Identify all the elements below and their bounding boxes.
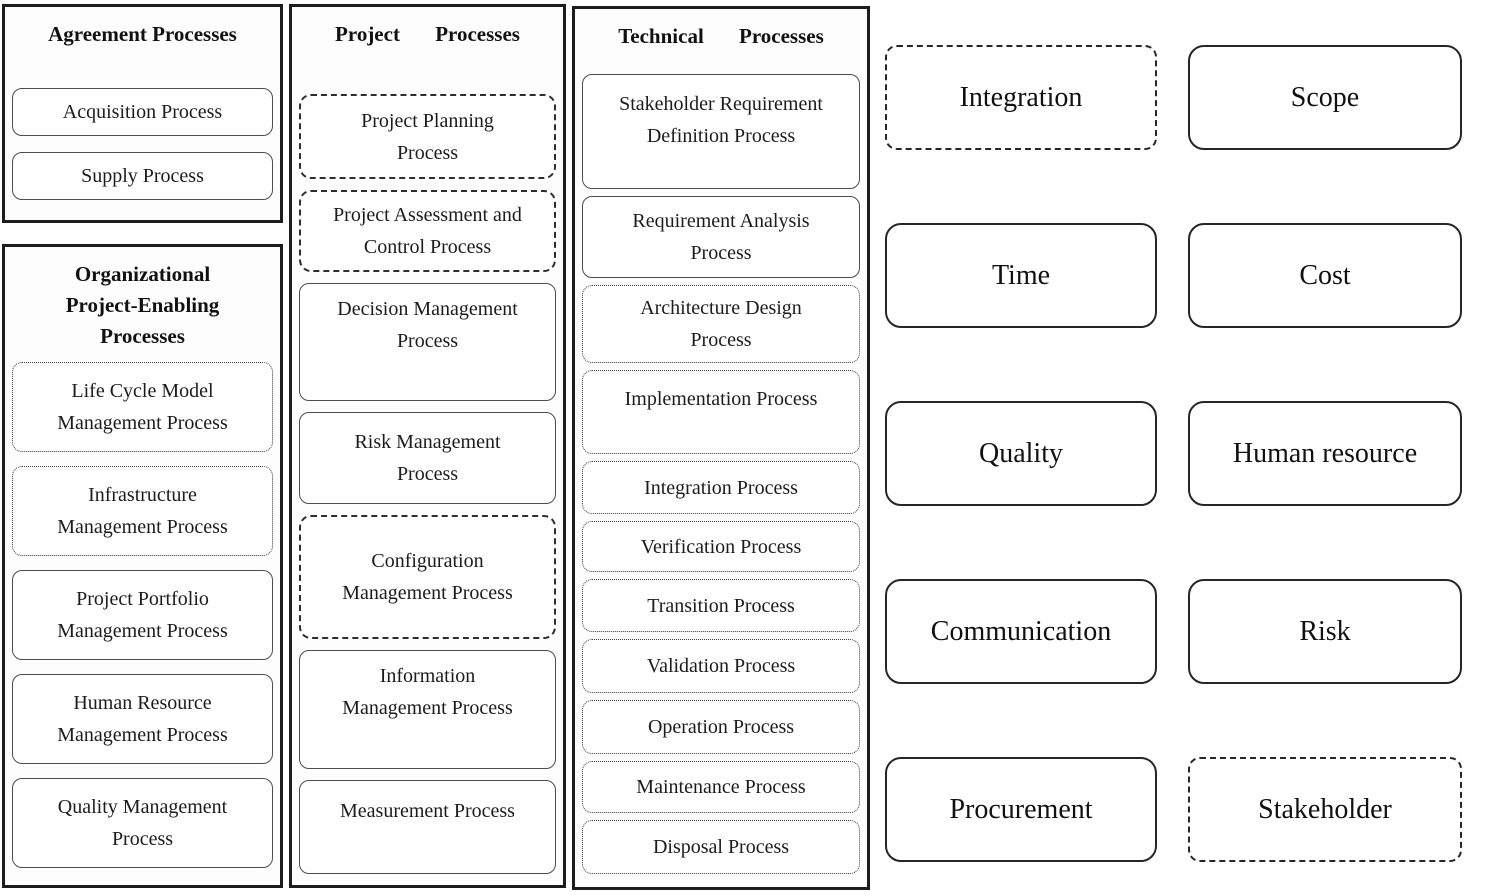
project-processes-title: Project Processes: [335, 22, 520, 46]
technical-processes-title: Technical Processes: [618, 24, 824, 48]
organizational-processes-stack: Life Cycle Model Management Process Infr…: [5, 362, 280, 868]
process-box-transition: Transition Process: [582, 579, 860, 632]
agreement-processes-panel: Agreement Processes Acquisition Process …: [2, 4, 283, 223]
process-box-configuration-management: Configuration Management Process: [299, 515, 556, 639]
process-box-project-portfolio: Project Portfolio Management Process: [12, 570, 273, 660]
process-box-quality-management: Quality Management Process: [12, 778, 273, 868]
process-box-requirement-analysis: Requirement Analysis Process: [582, 196, 860, 278]
process-box-project-planning: Project Planning Process: [299, 94, 556, 179]
process-box-measurement: Measurement Process: [299, 780, 556, 874]
knowledge-area-cost: Cost: [1188, 223, 1462, 328]
technical-processes-panel: Technical Processes Stakeholder Requirem…: [572, 6, 870, 890]
knowledge-area-grid: Integration Scope Time Cost Quality Huma…: [885, 45, 1462, 862]
process-box-implementation: Implementation Process: [582, 370, 860, 454]
process-box-decision-management: Decision Management Process: [299, 283, 556, 401]
knowledge-area-risk: Risk: [1188, 579, 1462, 684]
knowledge-area-human-resource: Human resource: [1188, 401, 1462, 506]
process-box-maintenance: Maintenance Process: [582, 761, 860, 813]
process-box-infrastructure: Infrastructure Management Process: [12, 466, 273, 556]
process-box-life-cycle-model: Life Cycle Model Management Process: [12, 362, 273, 452]
knowledge-area-quality: Quality: [885, 401, 1157, 506]
organizational-processes-panel: Organizational Project-Enabling Processe…: [2, 244, 283, 888]
process-box-validation: Validation Process: [582, 639, 860, 693]
process-box-disposal: Disposal Process: [582, 820, 860, 874]
agreement-processes-stack: Acquisition Process Supply Process: [5, 88, 280, 200]
process-box-integration: Integration Process: [582, 461, 860, 514]
process-box-verification: Verification Process: [582, 521, 860, 572]
process-box-risk-management: Risk Management Process: [299, 412, 556, 504]
process-box-operation: Operation Process: [582, 700, 860, 754]
organizational-processes-title: Organizational Project-Enabling Processe…: [65, 262, 220, 348]
process-box-architecture-design: Architecture Design Process: [582, 285, 860, 363]
process-box-stakeholder-requirement: Stakeholder Requirement Definition Proce…: [582, 74, 860, 189]
agreement-processes-title: Agreement Processes: [48, 22, 237, 46]
process-box-acquisition: Acquisition Process: [12, 88, 273, 136]
knowledge-area-integration: Integration: [885, 45, 1157, 150]
process-box-project-assessment-control: Project Assessment and Control Process: [299, 190, 556, 272]
project-processes-stack: Project Planning Process Project Assessm…: [292, 94, 563, 874]
technical-processes-stack: Stakeholder Requirement Definition Proce…: [575, 74, 867, 874]
knowledge-area-scope: Scope: [1188, 45, 1462, 150]
knowledge-area-procurement: Procurement: [885, 757, 1157, 862]
project-processes-panel: Project Processes Project Planning Proce…: [289, 4, 566, 888]
knowledge-area-stakeholder: Stakeholder: [1188, 757, 1462, 862]
process-box-supply: Supply Process: [12, 152, 273, 200]
knowledge-area-communication: Communication: [885, 579, 1157, 684]
process-box-human-resource: Human Resource Management Process: [12, 674, 273, 764]
knowledge-area-time: Time: [885, 223, 1157, 328]
process-box-information-management: Information Management Process: [299, 650, 556, 769]
